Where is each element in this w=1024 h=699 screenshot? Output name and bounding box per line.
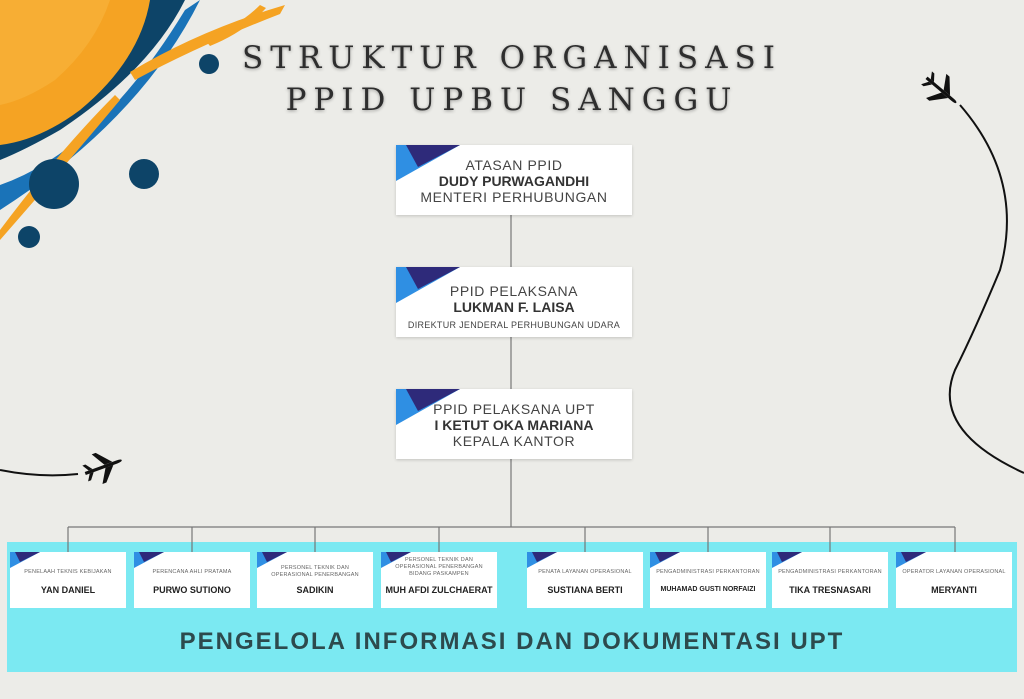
staff-box: PERSONEL TEKNIK DAN OPERASIONAL PENERBAN… <box>381 552 497 608</box>
box-name: LUKMAN F. LAISA <box>453 299 575 315</box>
blue-streak <box>0 0 200 210</box>
org-box-ppid-pelaksana: PPID PELAKSANA LUKMAN F. LAISA DIREKTUR … <box>396 267 632 337</box>
navy-dot <box>199 54 219 74</box>
staff-name: PURWO SUTIONO <box>153 585 231 595</box>
staff-box: PENELAAH TEKNIS KEBIJAKAN YAN DANIEL <box>10 552 126 608</box>
airplane-icon <box>82 452 122 484</box>
navy-dot <box>29 159 79 209</box>
title-line-2: PPID UPBU SANGGU <box>285 82 739 118</box>
corner-accent <box>772 552 802 568</box>
box-name: DUDY PURWAGANDHI <box>438 173 590 189</box>
orange-streak <box>205 5 266 46</box>
airplane-icon <box>921 71 957 104</box>
navy-dot <box>129 159 159 189</box>
box-role: ATASAN PPID <box>465 157 563 173</box>
staff-role: PENELAAH TEKNIS KEBIJAKAN <box>24 568 112 575</box>
staff-box: PENGADMINISTRASI PERKANTORAN MUHAMAD GUS… <box>650 552 766 608</box>
corner-accent <box>396 145 460 181</box>
box-subtitle: KEPALA KANTOR <box>452 433 576 449</box>
staff-role: PENGADMINISTRASI PERKANTORAN <box>656 568 760 575</box>
staff-name: MUHAMAD GUSTI NORFAIZI <box>660 586 756 593</box>
box-name: I KETUT OKA MARIANA <box>434 417 594 433</box>
flight-path <box>0 469 79 477</box>
staff-name: MUH AFDI ZULCHAERAT <box>385 585 493 595</box>
corner-accent <box>134 552 164 568</box>
staff-box: PENGADMINISTRASI PERKANTORAN TIKA TRESNA… <box>772 552 888 608</box>
staff-name: SADIKIN <box>296 585 334 595</box>
staff-role: PERSONEL TEKNIK DAN OPERASIONAL PENERBAN… <box>271 565 359 578</box>
staff-box: OPERATOR LAYANAN OPERASIONAL MERYANTI <box>896 552 1012 608</box>
staff-box: PERENCANA AHLI PRATAMA PURWO SUTIONO <box>134 552 250 608</box>
staff-role: PERSONEL TEKNIK DAN OPERASIONAL PENERBAN… <box>395 556 483 577</box>
staff-role: PERENCANA AHLI PRATAMA <box>152 568 232 575</box>
staff-box: PENATA LAYANAN OPERASIONAL SUSTIANA BERT… <box>527 552 643 608</box>
box-subtitle: DIREKTUR JENDERAL PERHUBUNGAN UDARA <box>407 320 621 330</box>
staff-role: OPERATOR LAYANAN OPERASIONAL <box>902 568 1006 575</box>
corner-accent <box>257 552 287 568</box>
title-line-1: STRUKTUR ORGANISASI <box>242 40 782 76</box>
org-box-atasan-ppid: ATASAN PPID DUDY PURWAGANDHI MENTERI PER… <box>396 145 632 215</box>
corner-accent <box>527 552 557 568</box>
orange-highlight <box>0 0 110 105</box>
box-subtitle: MENTERI PERHUBUNGAN <box>420 189 608 205</box>
corner-accent <box>396 267 460 303</box>
staff-name: MERYANTI <box>931 585 977 595</box>
staff-role: PENATA LAYANAN OPERASIONAL <box>538 568 632 575</box>
corner-accent <box>650 552 680 568</box>
staff-role: PENGADMINISTRASI PERKANTORAN <box>778 568 882 575</box>
corner-accent <box>10 552 40 568</box>
staff-name: YAN DANIEL <box>40 585 96 595</box>
corner-accent <box>381 552 411 568</box>
flight-path <box>948 104 1024 474</box>
navy-dot <box>18 226 40 248</box>
box-role: PPID PELAKSANA UPT <box>433 401 595 417</box>
corner-accent <box>396 389 460 425</box>
staff-name: TIKA TRESNASARI <box>789 585 871 595</box>
box-role: PPID PELAKSANA <box>449 283 579 299</box>
staff-box: PERSONEL TEKNIK DAN OPERASIONAL PENERBAN… <box>257 552 373 608</box>
group-label: PENGELOLA INFORMASI DAN DOKUMENTASI UPT <box>179 628 845 655</box>
staff-name: SUSTIANA BERTI <box>547 585 623 595</box>
corner-accent <box>896 552 926 568</box>
org-box-ppid-pelaksana-upt: PPID PELAKSANA UPT I KETUT OKA MARIANA K… <box>396 389 632 459</box>
